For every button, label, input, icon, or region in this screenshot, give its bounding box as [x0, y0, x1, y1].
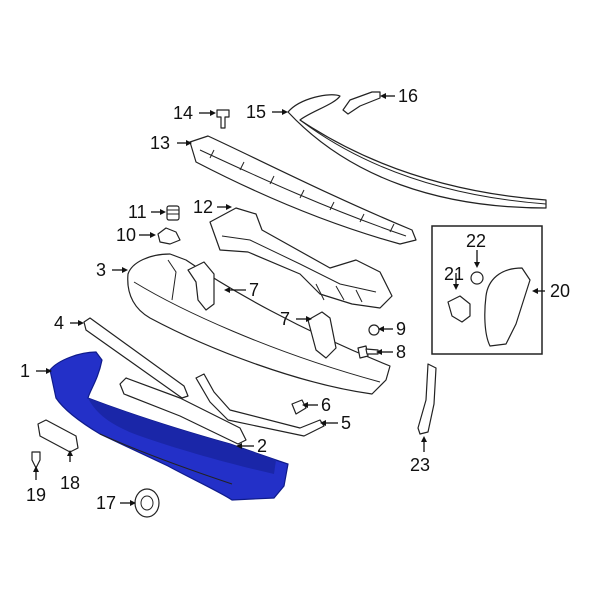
callout-13: 13 [150, 133, 170, 153]
part-18-bracket [37, 419, 79, 453]
callout-14: 14 [173, 103, 193, 123]
callout-16: 16 [398, 86, 418, 106]
callout-12: 12 [193, 197, 213, 217]
leader-lines [35, 95, 545, 504]
part-4-strip [83, 317, 189, 399]
part-1-lower-cover [49, 351, 289, 501]
callout-4: 4 [54, 313, 64, 333]
callout-8: 8 [396, 342, 406, 362]
part-21-bracket [447, 295, 471, 323]
callout-18: 18 [60, 473, 80, 493]
callout-11: 11 [128, 202, 147, 222]
part-13-absorber [189, 135, 417, 245]
part-2-lower-reinforcement [119, 377, 247, 445]
callout-17: 17 [96, 493, 116, 513]
part-12-reinforcement [209, 207, 393, 309]
part-20-extension [484, 267, 531, 347]
part-6-clip [291, 399, 307, 415]
callout-2: 2 [257, 436, 267, 456]
part-14-clip [216, 109, 230, 129]
part-23-side-strip [417, 363, 437, 435]
callout-10: 10 [116, 225, 136, 245]
callout-7-lower: 7 [280, 309, 290, 329]
callout-22: 22 [466, 231, 486, 251]
part-10-retainer [157, 227, 181, 245]
part-9-nut [368, 324, 380, 336]
part-15-upper-trim [287, 94, 547, 209]
callout-7-upper: 7 [249, 280, 259, 300]
part-16-bracket [342, 91, 381, 115]
callout-20: 20 [550, 281, 570, 301]
callout-1: 1 [20, 361, 30, 381]
part-7-bracket-right [307, 311, 337, 359]
parts-group-box [431, 225, 543, 355]
part-3-face-bar [127, 253, 391, 395]
callout-labels: 1 2 3 4 5 6 7 7 8 9 10 11 12 13 14 15 16… [20, 86, 570, 513]
part-7-bracket-left [187, 261, 215, 311]
callout-15: 15 [246, 102, 266, 122]
callout-23: 23 [410, 455, 430, 475]
part-19-clip [31, 451, 41, 469]
part-8-bolt [357, 345, 379, 359]
part-11-nut [166, 205, 180, 221]
part-22-clip [470, 271, 484, 285]
callout-19: 19 [26, 485, 46, 505]
callout-21: 21 [444, 264, 464, 284]
callout-5: 5 [341, 413, 351, 433]
part-17-lamp [134, 488, 160, 518]
callout-9: 9 [396, 319, 406, 339]
callout-3: 3 [96, 260, 106, 280]
leader-arrowheads [33, 93, 538, 506]
callout-6: 6 [321, 395, 331, 415]
part-5-lower-bar [195, 373, 325, 437]
